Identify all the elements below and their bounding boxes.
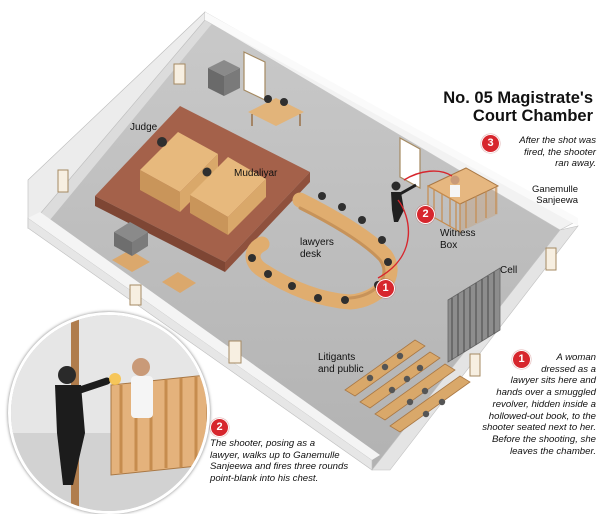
step-3-badge: 3 xyxy=(481,134,500,153)
step-1-line: revolver, hidden inside a xyxy=(492,398,596,410)
label-judge: Judge xyxy=(130,122,158,133)
mudaliyar-desk xyxy=(190,157,266,235)
label-victim-line-1: Ganemulle xyxy=(532,184,578,195)
public-benches xyxy=(344,339,471,433)
inset-shooting-closeup xyxy=(8,312,210,514)
lawyers xyxy=(248,192,392,304)
step-1-line: A woman xyxy=(556,352,596,363)
step-2-line: lawyer, walks up to Ganemulle xyxy=(210,449,340,461)
label-litigants-line-1: Litigants xyxy=(318,352,356,363)
back-left-wall xyxy=(28,20,215,232)
shooter xyxy=(391,181,417,222)
label-mudaliyar: Mudaliyar xyxy=(234,168,278,179)
step-2-line: Sanjeewa and fires three rounds xyxy=(210,461,349,473)
label-litigants: Litigants and public xyxy=(318,352,364,375)
court-officials xyxy=(157,95,288,177)
step-1-line: shooter seated next to her. xyxy=(482,422,596,434)
step-1-line: Before the shooting, she xyxy=(491,433,596,445)
step-1-map-badge: 1 xyxy=(376,279,395,298)
step-1-note: A woman dressed as a lawyer sits here an… xyxy=(430,352,596,457)
shooter-path xyxy=(377,170,453,279)
step-1-line: dressed as a xyxy=(541,363,596,375)
step-3-line: ran away. xyxy=(555,158,596,170)
label-litigants-line-2: and public xyxy=(318,363,364,375)
side-tables xyxy=(112,222,196,293)
label-witness-line-1: Witness xyxy=(440,228,476,239)
windows xyxy=(57,63,557,377)
step-2-map-badge: 2 xyxy=(416,205,435,224)
step-2-line: point-blank into his chest. xyxy=(210,473,319,485)
step-1-line: hands over a smuggled xyxy=(496,387,596,399)
page-title: No. 05 Magistrate's Court Chamber xyxy=(418,89,593,126)
step-2-note: The shooter, posing as a lawyer, walks u… xyxy=(210,438,390,485)
title-line-1: No. 05 Magistrate's xyxy=(443,89,593,107)
label-witness-line-2: Box xyxy=(440,239,458,251)
step-3-note: After the shot was fired, the shooter ra… xyxy=(498,135,596,170)
lawyers-desk xyxy=(245,192,398,310)
title-line-2: Court Chamber xyxy=(472,107,593,126)
step-3-line: fired, the shooter xyxy=(524,146,596,158)
label-lawyers-desk: lawyers desk xyxy=(300,237,334,260)
step-1-note-badge: 1 xyxy=(512,350,531,369)
step-2-line: The shooter, posing as a xyxy=(210,438,316,449)
step-1-line: hollowed-out book, to the xyxy=(488,410,596,422)
step-3-line: After the shot was xyxy=(519,135,596,146)
label-lawyers-line-2: desk xyxy=(300,248,322,260)
label-victim-line-2: Sanjeewa xyxy=(536,194,578,206)
cabinet xyxy=(208,60,240,96)
cell xyxy=(447,267,501,363)
step-1-line: leaves the chamber. xyxy=(509,445,596,457)
label-witness-box: Witness Box xyxy=(440,228,476,251)
witness-box xyxy=(426,167,500,234)
step-1-line: lawyer sits here and xyxy=(510,375,596,387)
step-2-note-badge: 2 xyxy=(210,418,229,437)
label-cell: Cell xyxy=(500,265,518,276)
doors xyxy=(243,51,421,190)
clerk-table xyxy=(248,98,304,126)
label-lawyers-line-1: lawyers xyxy=(300,237,334,248)
label-victim: Ganemulle Sanjeewa xyxy=(520,184,578,207)
